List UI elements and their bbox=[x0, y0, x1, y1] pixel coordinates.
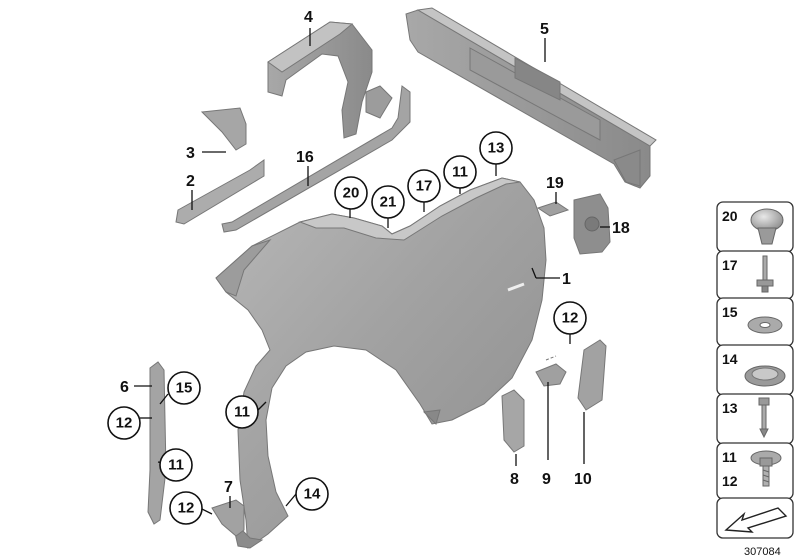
legend-item-13: 13 bbox=[716, 393, 794, 445]
grommet-cap-icon bbox=[744, 365, 786, 387]
svg-text:13: 13 bbox=[488, 140, 505, 157]
circled-callout-13: 13 bbox=[479, 131, 513, 165]
svg-text:12: 12 bbox=[178, 500, 195, 517]
expanding-rivet-icon bbox=[756, 255, 774, 293]
circled-callout-15: 15 bbox=[167, 371, 201, 405]
svg-text:15: 15 bbox=[722, 304, 738, 320]
flat-washer-icon bbox=[747, 316, 783, 334]
circled-callout-11-bottom: 11 bbox=[159, 448, 193, 482]
legend-item-11-12: 11 12 bbox=[716, 442, 794, 500]
part-19-small-plate bbox=[536, 201, 570, 217]
push-pin-clip-icon bbox=[758, 397, 770, 439]
svg-text:21: 21 bbox=[380, 194, 397, 211]
svg-text:20: 20 bbox=[722, 208, 738, 224]
svg-text:11: 11 bbox=[722, 449, 737, 465]
part-3-bracket bbox=[200, 107, 247, 151]
svg-text:15: 15 bbox=[176, 380, 193, 397]
svg-text:13: 13 bbox=[722, 400, 738, 416]
callout-1: 1 bbox=[562, 271, 571, 288]
callout-9: 9 bbox=[542, 471, 551, 488]
callout-3: 3 bbox=[186, 145, 195, 162]
callout-4: 4 bbox=[304, 9, 313, 26]
part-8-strip bbox=[501, 389, 525, 453]
legend-item-direction bbox=[716, 497, 794, 539]
part-10-vertical-bracket bbox=[577, 339, 607, 411]
callout-18: 18 bbox=[612, 220, 630, 237]
direction-arrow-icon bbox=[724, 507, 788, 533]
svg-text:14: 14 bbox=[304, 486, 321, 503]
part-1-side-wall-fender bbox=[215, 177, 547, 549]
callout-16: 16 bbox=[296, 149, 314, 166]
callout-5: 5 bbox=[540, 21, 549, 38]
callout-8: 8 bbox=[510, 471, 519, 488]
rounded-knob-clip-icon bbox=[750, 208, 784, 245]
circled-callout-11-top: 11 bbox=[443, 155, 477, 189]
svg-text:12: 12 bbox=[722, 473, 738, 489]
plain-callouts: 4 5 3 2 16 19 18 1 6 7 8 9 10 bbox=[120, 9, 630, 496]
circled-callout-12-bottom: 12 bbox=[169, 491, 203, 525]
part-7-angle-bracket bbox=[211, 499, 245, 537]
legend-item-14: 14 bbox=[716, 344, 794, 396]
svg-text:17: 17 bbox=[722, 257, 738, 273]
part-16-sill-strip bbox=[221, 85, 411, 233]
circled-callout-11-mid: 11 bbox=[225, 395, 259, 429]
fastener-legend: 20 17 15 14 bbox=[716, 201, 794, 558]
callout-10: 10 bbox=[574, 471, 592, 488]
part-2-wedge-strip bbox=[175, 159, 265, 225]
part-9-bracket bbox=[535, 355, 567, 387]
svg-text:14: 14 bbox=[722, 351, 738, 367]
svg-text:12: 12 bbox=[116, 415, 133, 432]
svg-text:11: 11 bbox=[168, 457, 184, 474]
part-5-rear-crossmember bbox=[405, 7, 657, 189]
circled-callouts: 20 21 17 11 13 12 15 12 bbox=[107, 131, 587, 525]
svg-text:12: 12 bbox=[562, 310, 579, 327]
circled-callout-21: 21 bbox=[371, 185, 405, 219]
callout-7: 7 bbox=[224, 479, 233, 496]
part-18-mounting-plate bbox=[573, 193, 611, 255]
svg-text:11: 11 bbox=[452, 164, 468, 181]
legend-item-20: 20 bbox=[716, 201, 794, 253]
circled-callout-14: 14 bbox=[295, 477, 329, 511]
circled-callout-12-left: 12 bbox=[107, 406, 141, 440]
circled-callout-20: 20 bbox=[334, 176, 368, 210]
legend-item-15: 15 bbox=[716, 297, 794, 347]
circled-callout-12-right: 12 bbox=[553, 301, 587, 335]
svg-text:20: 20 bbox=[343, 185, 360, 202]
callout-6: 6 bbox=[120, 379, 129, 396]
screw-with-washer-icon bbox=[750, 450, 782, 487]
legend-item-17: 17 bbox=[716, 250, 794, 300]
svg-text:17: 17 bbox=[416, 178, 433, 195]
callout-2: 2 bbox=[186, 173, 195, 190]
callout-19: 19 bbox=[546, 175, 564, 192]
svg-text:11: 11 bbox=[234, 404, 250, 421]
part-4-pillar-reinforcement bbox=[267, 21, 373, 139]
circled-callout-17: 17 bbox=[407, 169, 441, 203]
image-number: 307084 bbox=[744, 546, 781, 558]
